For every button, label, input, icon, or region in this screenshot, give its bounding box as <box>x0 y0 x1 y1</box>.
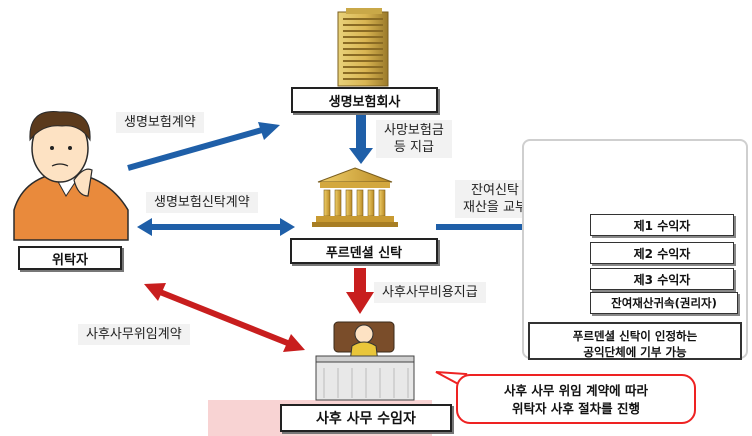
beneficiary-2: 제2 수익자 <box>590 242 734 264</box>
posthumous-fee-label: 사후사무비용지급 <box>374 282 486 303</box>
residual-property-label: 잔여신탁 재산을 교부 <box>455 180 535 218</box>
executor-label: 사후 사무 수임자 <box>280 404 452 432</box>
bank-temple-icon <box>312 167 398 227</box>
donation-note: 푸르덴셜 신탁이 인정하는 공익단체에 기부 가능 <box>528 322 742 360</box>
beneficiary-3: 제3 수익자 <box>590 268 734 290</box>
arrow-posthumous-fee <box>346 268 374 314</box>
residual-rights-holder: 잔여재산귀속(권리자) <box>590 292 738 314</box>
callout-line1: 사후 사무 위임 계약에 따라 <box>504 383 648 398</box>
arrow-posthumous-contract <box>144 283 305 352</box>
donation-note-line1: 푸르덴셜 신탁이 인정하는 <box>572 329 698 343</box>
insurance-trust-contract-label: 생명보험신탁계약 <box>146 192 258 213</box>
arrow-insurance-trust-contract <box>137 218 295 236</box>
life-insurance-contract-label: 생명보험계약 <box>116 112 204 133</box>
thinking-man-icon <box>13 111 129 241</box>
office-building-icon <box>337 8 389 87</box>
insurer-label: 생명보험회사 <box>291 87 438 113</box>
trustor-label: 위탁자 <box>18 246 122 270</box>
posthumous-contract-label: 사후사무위임계약 <box>78 324 190 345</box>
donation-note-line2: 공익단체에 기부 가능 <box>583 345 687 359</box>
arrow-death-benefit <box>349 115 373 164</box>
trust-label: 푸르덴셜 신탁 <box>290 238 438 264</box>
arrow-life-insurance-contract <box>127 122 280 171</box>
executor-callout: 사후 사무 위임 계약에 따라 위탁자 사후 절차를 진행 <box>456 374 696 424</box>
callout-line2: 위탁자 사후 절차를 진행 <box>511 401 641 416</box>
beneficiary-1: 제1 수익자 <box>590 214 734 236</box>
death-benefit-label: 사망보험금 등 지급 <box>376 120 452 158</box>
executor-desk-icon <box>315 321 415 401</box>
